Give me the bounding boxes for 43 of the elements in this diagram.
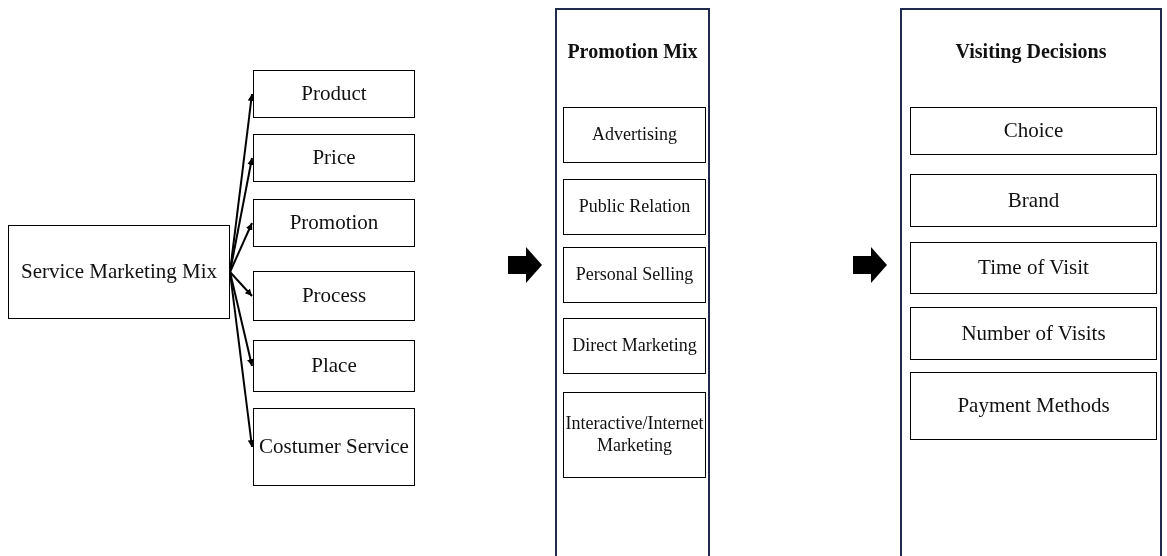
text-box [253, 70, 415, 118]
text-box [8, 225, 230, 319]
text-box [910, 107, 1157, 155]
arrow [229, 222, 253, 273]
text-box [253, 271, 415, 321]
panel-heading: Promotion Mix [566, 40, 699, 63]
box-label: Payment Methods [957, 393, 1110, 419]
box-label: Advertising [592, 124, 677, 146]
box-label: Personal Selling [575, 264, 694, 286]
arrow [229, 271, 254, 367]
text-box [563, 318, 706, 374]
box-label: Public Relation [578, 196, 691, 218]
box-label: Promotion [289, 210, 379, 236]
box-label: Process [301, 283, 367, 309]
box-label: Time of Visit [978, 255, 1089, 281]
box-label: Product [301, 81, 367, 107]
text-box [563, 179, 706, 235]
box-label: Brand [1007, 187, 1060, 214]
text-box [563, 247, 706, 303]
text-box [563, 392, 706, 478]
box-label: Choice [1003, 118, 1064, 144]
box-label: Service Marketing Mix [21, 259, 217, 285]
text-box [563, 107, 706, 163]
box-label: Interactive/Internet Marketing [565, 413, 704, 457]
text-box [910, 174, 1157, 227]
group-panel [555, 8, 710, 556]
box-label: Price [312, 145, 356, 171]
text-box [253, 134, 415, 182]
text-box [253, 408, 415, 486]
panel-heading: Visiting Decisions [954, 40, 1108, 63]
box-label: Costumer Service [259, 434, 409, 460]
text-box [910, 307, 1157, 360]
box-label: Place [311, 353, 357, 379]
text-box [253, 199, 415, 247]
text-box [910, 372, 1157, 440]
block-arrow [853, 247, 887, 283]
box-label: Direct Marketing [572, 335, 697, 357]
arrow [229, 271, 253, 297]
group-panel [900, 8, 1162, 556]
text-box [253, 340, 415, 392]
block-arrow [508, 247, 542, 283]
text-box [910, 242, 1157, 294]
box-label: Number of Visits [961, 320, 1106, 347]
